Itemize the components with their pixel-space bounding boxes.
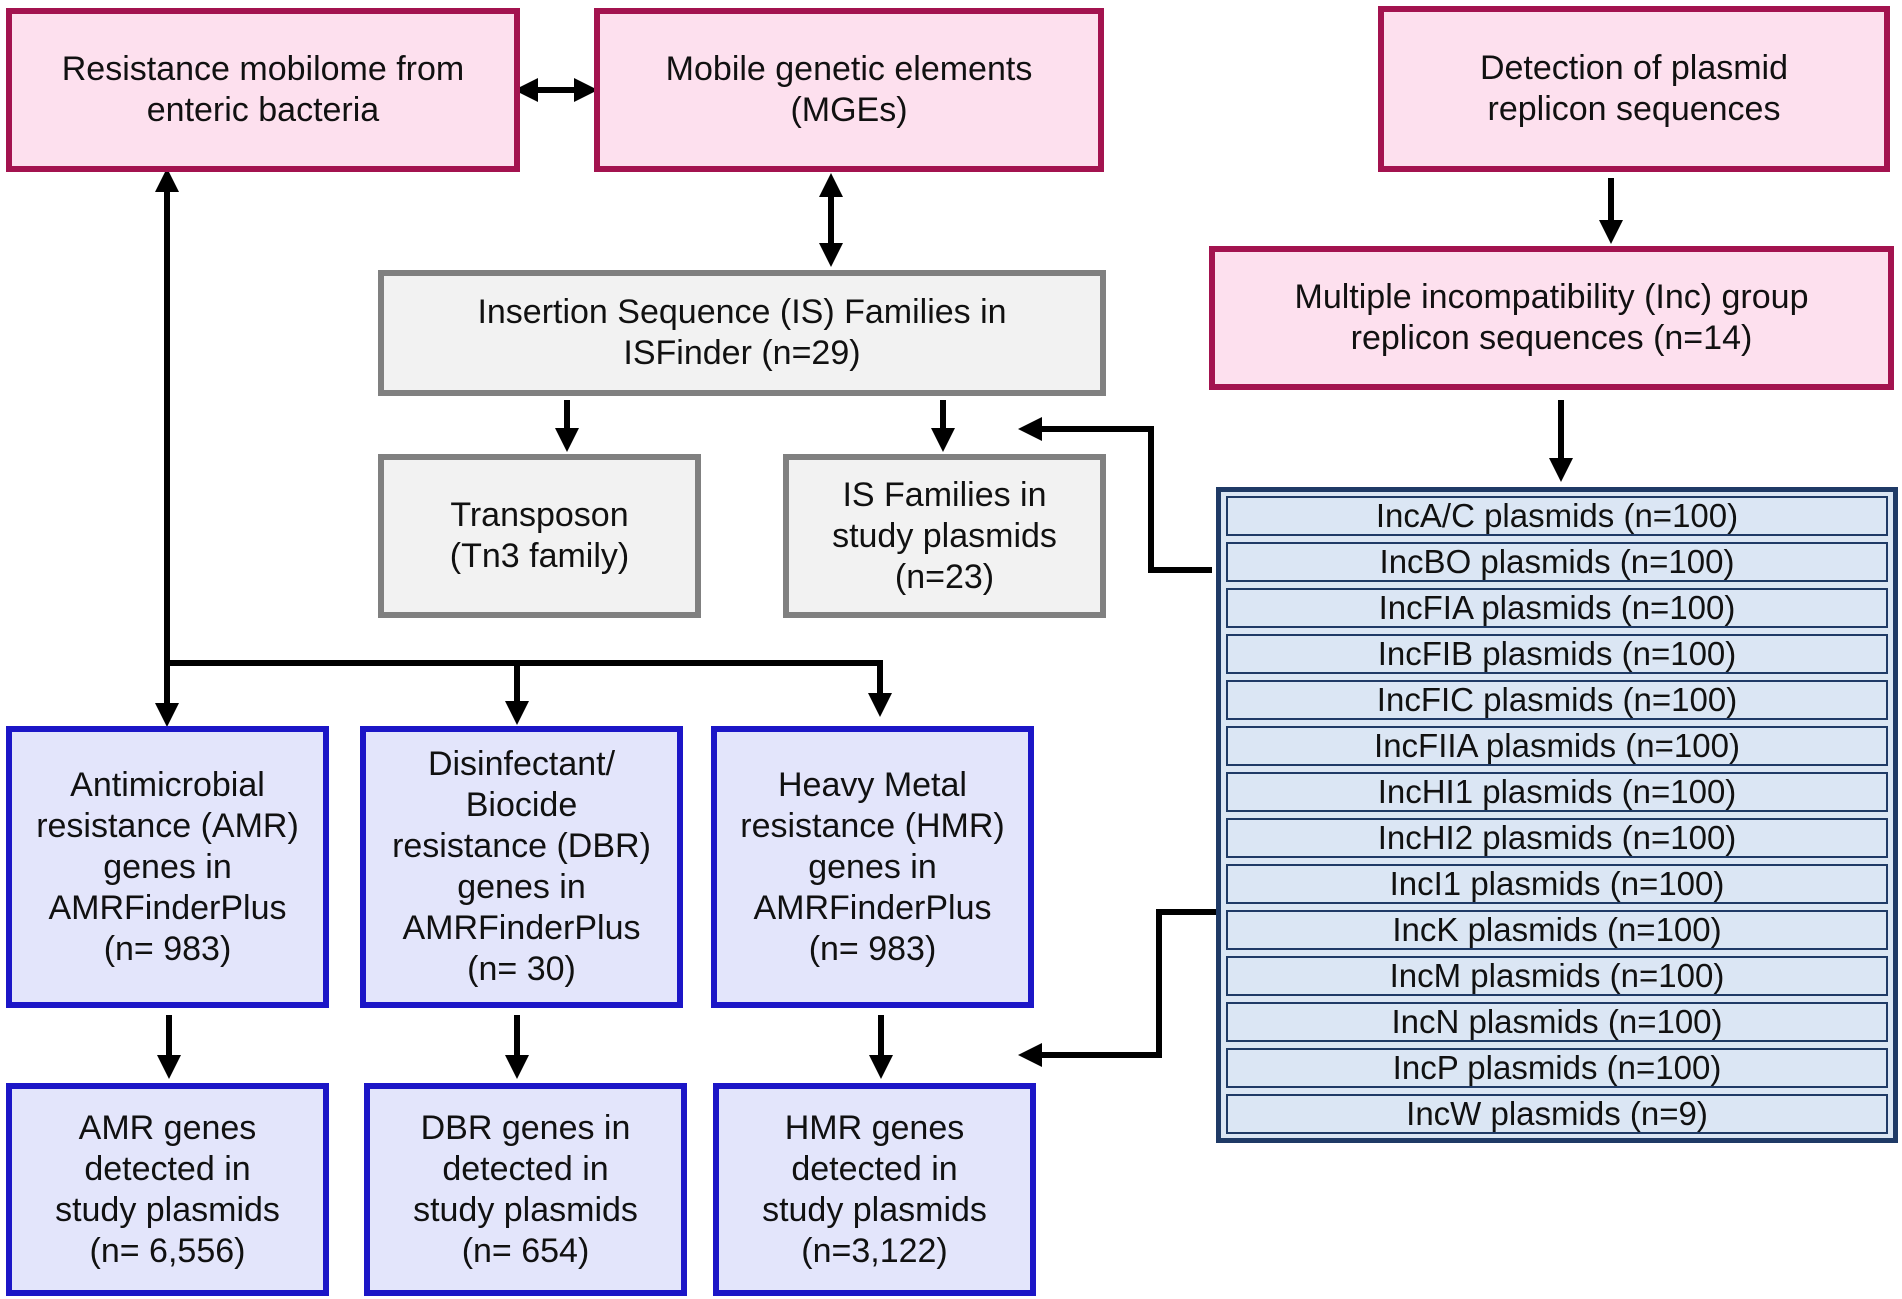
inc-row-incw: IncW plasmids (n=9) xyxy=(1226,1094,1888,1134)
amr-detected-label: AMR genes detected in study plasmids (n=… xyxy=(55,1108,280,1270)
dbr-detected-label: DBR genes in detected in study plasmids … xyxy=(413,1108,638,1270)
inc-row-inci1: IncI1 plasmids (n=100) xyxy=(1226,864,1888,904)
dbr-detected-box: DBR genes in detected in study plasmids … xyxy=(364,1083,687,1296)
transposon-box: Transposon (Tn3 family) xyxy=(378,454,701,618)
branch-line xyxy=(167,660,892,717)
transposon-label: Transposon (Tn3 family) xyxy=(449,496,630,575)
amr-label: Antimicrobial resistance (AMR) genes in … xyxy=(36,765,299,968)
hmr-detected-box: HMR genes detected in study plasmids (n=… xyxy=(713,1083,1036,1296)
hmr-detected-label: HMR genes detected in study plasmids (n=… xyxy=(762,1108,987,1270)
is-study-label: IS Families in study plasmids (n=23) xyxy=(832,475,1057,596)
inc-row-incfic: IncFIC plasmids (n=100) xyxy=(1226,680,1888,720)
mges-box: Mobile genetic elements (MGEs) xyxy=(594,8,1104,172)
inc-row-inck: IncK plasmids (n=100) xyxy=(1226,910,1888,950)
inc-groups-label: Multiple incompatibility (Inc) group rep… xyxy=(1294,278,1809,357)
hmr-label: Heavy Metal resistance (HMR) genes in AM… xyxy=(740,765,1005,968)
inc-row-incp: IncP plasmids (n=100) xyxy=(1226,1048,1888,1088)
inc-row-incbo: IncBO plasmids (n=100) xyxy=(1226,542,1888,582)
is-families-box: Insertion Sequence (IS) Families in ISFi… xyxy=(378,270,1106,396)
mobilome-label: Resistance mobilome from enteric bacteri… xyxy=(61,50,465,129)
inc-row-inchi1: IncHI1 plasmids (n=100) xyxy=(1226,772,1888,812)
inc-plasmid-list: IncA/C plasmids (n=100) IncBO plasmids (… xyxy=(1216,487,1898,1143)
mobilome-box: Resistance mobilome from enteric bacteri… xyxy=(6,8,520,172)
inc-row-incn: IncN plasmids (n=100) xyxy=(1226,1002,1888,1042)
arrow-list-hmr-detected xyxy=(1018,909,1219,1067)
inc-row-incfia: IncFIA plasmids (n=100) xyxy=(1226,588,1888,628)
is-study-box: IS Families in study plasmids (n=23) xyxy=(783,454,1106,618)
mges-label: Mobile genetic elements (MGEs) xyxy=(665,50,1033,129)
is-families-label: Insertion Sequence (IS) Families in ISFi… xyxy=(477,293,1007,372)
dbr-box: Disinfectant/ Biocide resistance (DBR) g… xyxy=(360,726,683,1008)
arrow-list-is-study xyxy=(1018,417,1212,573)
amr-detected-box: AMR genes detected in study plasmids (n=… xyxy=(6,1083,329,1296)
inc-row-inchi2: IncHI2 plasmids (n=100) xyxy=(1226,818,1888,858)
inc-groups-box: Multiple incompatibility (Inc) group rep… xyxy=(1209,246,1894,390)
replicon-detection-label: Detection of plasmid replicon sequences xyxy=(1479,49,1789,128)
replicon-detection-box: Detection of plasmid replicon sequences xyxy=(1378,6,1890,172)
inc-row-incfiia: IncFIIA plasmids (n=100) xyxy=(1226,726,1888,766)
inc-row-incfib: IncFIB plasmids (n=100) xyxy=(1226,634,1888,674)
inc-row-inca-c: IncA/C plasmids (n=100) xyxy=(1226,496,1888,536)
inc-row-incm: IncM plasmids (n=100) xyxy=(1226,956,1888,996)
amr-box: Antimicrobial resistance (AMR) genes in … xyxy=(6,726,329,1008)
hmr-box: Heavy Metal resistance (HMR) genes in AM… xyxy=(711,726,1034,1008)
dbr-label: Disinfectant/ Biocide resistance (DBR) g… xyxy=(392,745,651,988)
